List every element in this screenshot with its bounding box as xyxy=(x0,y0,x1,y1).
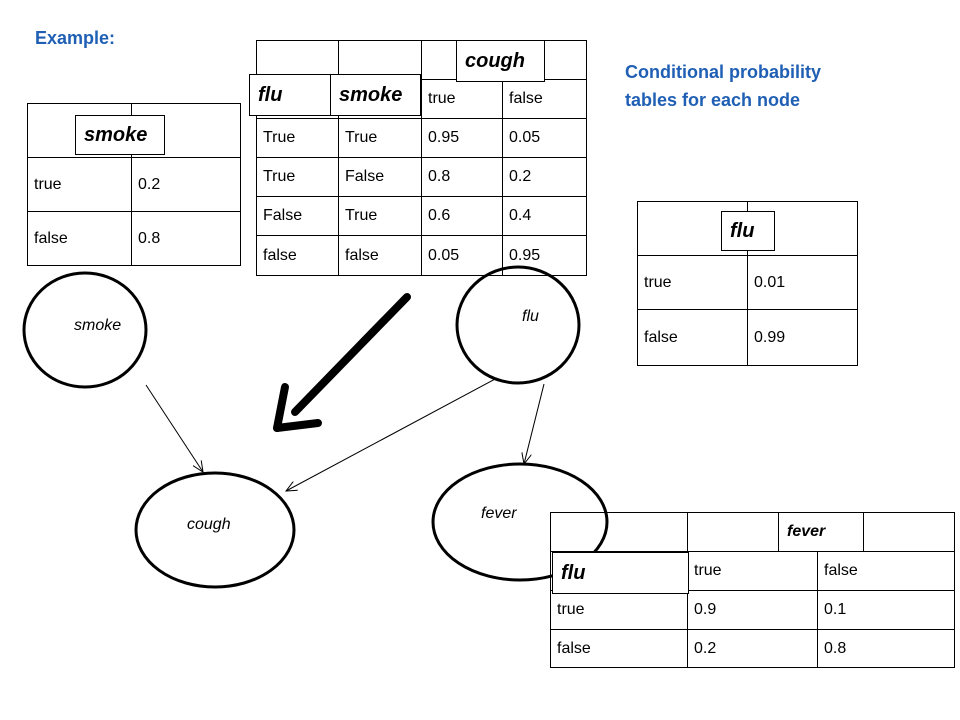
big-arrow-icon xyxy=(273,293,411,432)
table-cell: False xyxy=(338,157,422,197)
cough-table-label: cough xyxy=(456,40,545,82)
table-cell: 0.95 xyxy=(502,235,587,276)
table-cell: 0.1 xyxy=(817,590,955,630)
table-cell: 0.05 xyxy=(421,235,503,276)
table-cell: 0.2 xyxy=(131,157,241,212)
table-cell: false xyxy=(27,211,132,266)
node-cough xyxy=(134,471,296,589)
fever-parent-label-flu: flu xyxy=(552,552,689,594)
table-cell: 0.99 xyxy=(747,309,858,366)
table-cell: True xyxy=(256,157,339,197)
table-cell: true xyxy=(637,255,748,310)
flu-table-label: flu xyxy=(721,211,775,251)
table-cell: true xyxy=(27,157,132,212)
table-cell: 0.01 xyxy=(747,255,858,310)
table-cell: 0.95 xyxy=(421,118,503,158)
node-label-flu: flu xyxy=(522,308,539,325)
edge-flu-fever xyxy=(524,383,545,464)
side-note-line-2: tables for each node xyxy=(625,90,801,110)
cough-parent-label-smoke: smoke xyxy=(330,74,421,116)
edge-smoke-cough xyxy=(145,384,203,472)
table-cell: True xyxy=(256,118,339,158)
table-cell: False xyxy=(256,196,339,236)
fever-cpt: true false true 0.9 0.1 false 0.2 0.8 xyxy=(550,512,955,668)
side-note-line-1: Conditional probability xyxy=(625,62,821,82)
table-cell: false xyxy=(338,235,422,276)
table-header: true xyxy=(687,551,818,591)
table-cell: 0.8 xyxy=(131,211,241,266)
table-cell: True xyxy=(338,196,422,236)
table-cell: 0.2 xyxy=(502,157,587,197)
table-cell: false xyxy=(256,235,339,276)
node-smoke xyxy=(22,271,148,389)
table-cell: True xyxy=(338,118,422,158)
cough-parent-label-flu: flu xyxy=(249,74,332,116)
table-cell: false xyxy=(637,309,748,366)
node-label-fever: fever xyxy=(481,505,517,522)
table-cell: 0.9 xyxy=(687,590,818,630)
fever-table-label: fever xyxy=(778,512,864,552)
node-label-smoke: smoke xyxy=(74,317,122,334)
table-cell: 0.2 xyxy=(687,629,818,668)
table-cell: 0.8 xyxy=(817,629,955,668)
table-cell: true xyxy=(550,590,688,630)
example-label: Example: xyxy=(35,28,116,48)
table-header: false xyxy=(502,79,587,119)
table-cell: 0.8 xyxy=(421,157,503,197)
table-cell: 0.05 xyxy=(502,118,587,158)
node-flu xyxy=(455,265,581,385)
side-note: Conditional probability tables for each … xyxy=(625,58,821,114)
table-cell: 0.4 xyxy=(502,196,587,236)
smoke-table-label: smoke xyxy=(75,115,165,155)
node-label-cough: cough xyxy=(187,516,231,533)
table-header: true xyxy=(421,79,503,119)
table-cell: false xyxy=(550,629,688,668)
table-cell: 0.6 xyxy=(421,196,503,236)
edge-flu-cough xyxy=(286,377,498,491)
table-header: false xyxy=(817,551,955,591)
